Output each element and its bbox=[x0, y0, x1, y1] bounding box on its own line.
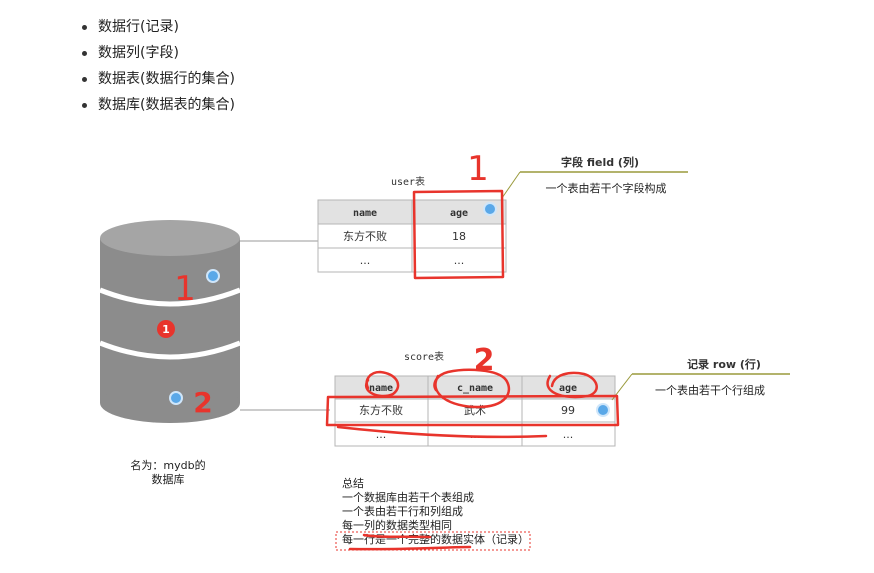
row-underline-mark bbox=[336, 425, 548, 439]
score-cell-ellipsis-1: ... bbox=[376, 428, 387, 441]
score-cell-name: 东方不败 bbox=[359, 403, 403, 417]
bullet-item-column: 数据列(字段) bbox=[78, 40, 235, 66]
score-table bbox=[334, 375, 616, 447]
user-age-dot bbox=[483, 202, 497, 216]
field-label-title: 字段 field (列) bbox=[561, 155, 639, 169]
score-cell-age: 99 bbox=[561, 404, 575, 417]
user-cell-age: 18 bbox=[452, 230, 466, 243]
database-cylinder bbox=[99, 220, 241, 423]
summary-line-3: 每一列的数据类型相同 bbox=[342, 518, 452, 532]
db-badge bbox=[157, 320, 175, 338]
field-label-desc: 一个表由若干个字段构成 bbox=[546, 181, 667, 195]
summary-underline-1 bbox=[362, 533, 432, 539]
db-badge-number: 1 bbox=[162, 323, 170, 336]
user-cell-ellipsis-1: ... bbox=[360, 254, 371, 267]
handwritten-mark-2-top: 2 bbox=[474, 343, 495, 378]
score-cell-ellipsis-2: ... bbox=[470, 428, 481, 441]
row-label-desc: 一个表由若干个行组成 bbox=[655, 383, 765, 397]
field-connector bbox=[501, 171, 521, 199]
handwritten-mark-1-top: 1 bbox=[467, 149, 489, 189]
db-caption-line1: 名为：mydb的 bbox=[130, 458, 205, 472]
user-table bbox=[317, 199, 507, 273]
summary-highlight-box bbox=[335, 531, 531, 551]
score-header-cname: c_name bbox=[457, 383, 493, 394]
summary-line-1: 一个数据库由若干个表组成 bbox=[342, 490, 474, 504]
cname-header-circle bbox=[433, 368, 511, 409]
user-header-name: name bbox=[353, 208, 377, 219]
handwritten-mark-2-db: 2 bbox=[193, 386, 212, 419]
score-header-name: name bbox=[369, 383, 393, 394]
user-cell-name: 东方不败 bbox=[343, 229, 387, 243]
user-header-age: age bbox=[450, 208, 468, 219]
row-label-title: 记录 row (行) bbox=[687, 357, 761, 371]
user-cell-ellipsis-2: ... bbox=[454, 254, 465, 267]
summary-line-4: 每一行是一个完整的数据实体（记录） bbox=[342, 532, 529, 546]
score-table-title: score表 bbox=[404, 350, 444, 363]
db-caption-line2: 数据库 bbox=[152, 472, 185, 486]
handwritten-mark-1-db: 1 bbox=[174, 269, 196, 309]
summary-line-2: 一个表由若干行和列组成 bbox=[342, 504, 463, 518]
summary-heading: 总结 bbox=[342, 476, 364, 490]
db-dot-upper bbox=[206, 269, 220, 283]
age-column-highlight-box bbox=[412, 189, 505, 280]
score-row-dot bbox=[596, 403, 610, 417]
summary-underline-2 bbox=[348, 545, 472, 551]
bullet-item-row: 数据行(记录) bbox=[78, 14, 235, 40]
score-header-age: age bbox=[559, 383, 577, 394]
bullet-item-database: 数据库(数据表的集合) bbox=[78, 92, 235, 118]
score-row-highlight-box bbox=[325, 394, 620, 427]
name-header-circle bbox=[365, 370, 400, 398]
score-cell-ellipsis-3: ... bbox=[563, 428, 574, 441]
concept-list: 数据行(记录) 数据列(字段) 数据表(数据行的集合) 数据库(数据表的集合) bbox=[78, 14, 235, 118]
db-dot-lower bbox=[169, 391, 183, 405]
bullet-item-table: 数据表(数据行的集合) bbox=[78, 66, 235, 92]
user-table-title: user表 bbox=[391, 175, 425, 188]
age-header-circle bbox=[546, 371, 598, 399]
red-annotations bbox=[325, 189, 620, 551]
